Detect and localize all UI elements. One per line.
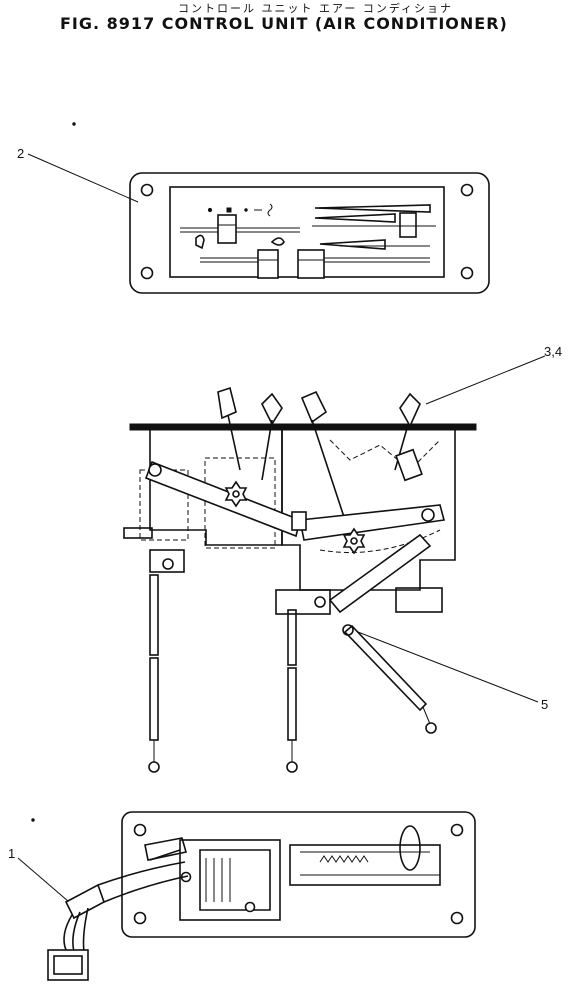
bracket (275, 589, 331, 615)
speck (31, 818, 35, 822)
rear-linkage-assembly (289, 844, 441, 886)
japanese-title: コントロール ユニット エアー コンディショナ (178, 2, 454, 15)
lever-knob-cap (300, 390, 328, 424)
control-cable (343, 624, 437, 734)
pivot-star (224, 480, 248, 508)
fan-icon (267, 203, 273, 217)
mounting-plate (129, 423, 477, 431)
callout-label-2: 2 (17, 146, 25, 161)
control-panel-rear (17, 811, 476, 981)
control-mechanism (123, 355, 546, 773)
leader-line-2 (27, 153, 139, 203)
cable-coil (399, 825, 421, 871)
link-arm (144, 460, 301, 538)
cable-clamp (291, 511, 307, 531)
pivot-star (342, 527, 366, 555)
mounting-hole (140, 266, 154, 280)
screw (314, 596, 326, 608)
side-tab (123, 527, 153, 539)
screw (244, 901, 256, 913)
bracket (395, 587, 443, 613)
rear-plate (121, 811, 476, 938)
screw (421, 508, 435, 522)
bracket (149, 549, 185, 573)
control-cable (286, 609, 298, 773)
panel-plate (129, 172, 490, 294)
wiring-harness (97, 861, 186, 886)
temp-lever-knob (399, 212, 417, 238)
blower-switch-box (179, 839, 281, 921)
fan-lever-knob (217, 214, 237, 244)
link-arm (328, 533, 432, 614)
callout-label-1: 1 (8, 846, 16, 861)
leader-line-3-4 (425, 355, 546, 405)
mode-lever-knob (257, 249, 279, 279)
control-cable (148, 574, 160, 773)
mounting-hole (460, 266, 474, 280)
control-panel-front (27, 153, 490, 294)
lever-knob-cap (399, 392, 421, 428)
mounting-hole (133, 823, 147, 837)
screw (162, 558, 174, 570)
temp-wedge (314, 204, 431, 213)
mounting-hole (450, 911, 464, 925)
callout-label-5: 5 (541, 697, 549, 712)
vent-lever-knob (297, 249, 325, 279)
air-source-icon (195, 234, 205, 250)
screw (148, 463, 162, 477)
leader-line-5 (357, 631, 539, 703)
mounting-hole (133, 911, 147, 925)
fan-speed-marks (207, 203, 273, 217)
lever-knob-cap (217, 386, 237, 420)
mounting-hole (450, 823, 464, 837)
cable-clamp (395, 448, 423, 482)
mode-icon (270, 237, 285, 246)
link-arm (299, 504, 446, 541)
lever-knob-cap (261, 392, 283, 426)
leader-line-1 (17, 857, 77, 909)
mounting-hole (460, 183, 474, 197)
harness-sleeve (64, 883, 105, 920)
speck (72, 122, 76, 126)
figure-title: FIG. 8917 CONTROL UNIT (AIR CONDITIONER) (60, 14, 508, 33)
callout-label-3-4: 3,4 (544, 344, 563, 359)
mounting-hole (140, 183, 154, 197)
